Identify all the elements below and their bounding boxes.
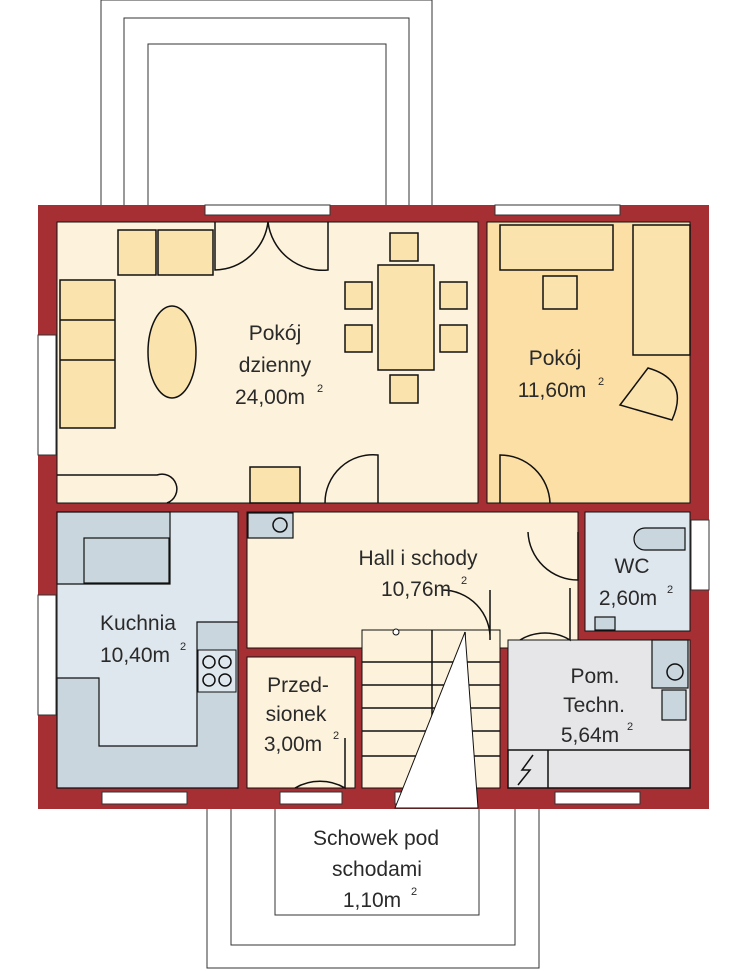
room-area: 5,64m <box>561 724 619 747</box>
area-superscript: 2 <box>180 641 186 653</box>
bottom-porch <box>206 804 540 969</box>
room-name: Hall i schody <box>358 547 478 570</box>
room-name: sionek <box>266 703 327 726</box>
room-area: 11,60m <box>518 379 587 402</box>
room-name: Pom. <box>570 665 619 688</box>
room-name: Kuchnia <box>100 612 176 635</box>
wc-label: WC 2,60m 2 <box>599 555 673 610</box>
room-area: 24,00m <box>235 386 305 409</box>
wc-fixtures <box>594 527 686 631</box>
area-superscript: 2 <box>627 721 633 733</box>
living-furniture <box>57 229 468 504</box>
room-name: Techn. <box>563 694 625 717</box>
kitchen-label: Kuchnia 10,40m 2 <box>100 612 186 667</box>
room-area: 1,10m <box>343 889 401 912</box>
hall-floor <box>246 511 579 649</box>
room-name: schodami <box>332 858 422 881</box>
room-name: dzienny <box>239 354 312 377</box>
room-name: Pokój <box>529 347 582 370</box>
hall-fixtures <box>247 512 294 539</box>
storage-label: Schowek pod schodami 1,10m 2 <box>313 827 439 912</box>
hall-label: Hall i schody 10,76m 2 <box>358 547 478 601</box>
area-superscript: 2 <box>598 376 604 388</box>
kitchen-furniture <box>56 511 239 789</box>
doors <box>214 221 579 790</box>
room-area: 10,40m <box>100 644 170 667</box>
room-area: 10,76m <box>381 578 451 601</box>
tech-room-label: Pom. Techn. 5,64m 2 <box>561 665 633 747</box>
staircase <box>362 628 500 809</box>
living-room-label: Pokój dzienny 24,00m 2 <box>235 322 323 409</box>
vestibule-label: Przed- sionek 3,00m 2 <box>264 674 339 756</box>
room-area: 2,60m <box>599 587 657 610</box>
area-superscript: 2 <box>411 886 417 898</box>
room-area: 3,00m <box>264 733 322 756</box>
area-superscript: 2 <box>667 584 673 596</box>
area-superscript: 2 <box>333 730 339 742</box>
area-superscript: 2 <box>317 383 323 395</box>
room-name: WC <box>615 555 650 578</box>
room-name: Schowek pod <box>313 827 439 850</box>
room-name: Przed- <box>267 674 329 697</box>
bedroom-furniture <box>499 224 691 421</box>
tech-equipment <box>507 639 691 789</box>
top-terrace <box>100 0 433 208</box>
vestibule-floor <box>246 656 356 789</box>
room-name: Pokój <box>249 322 302 345</box>
bedroom-label: Pokój 11,60m 2 <box>518 347 604 402</box>
area-superscript: 2 <box>461 575 467 587</box>
